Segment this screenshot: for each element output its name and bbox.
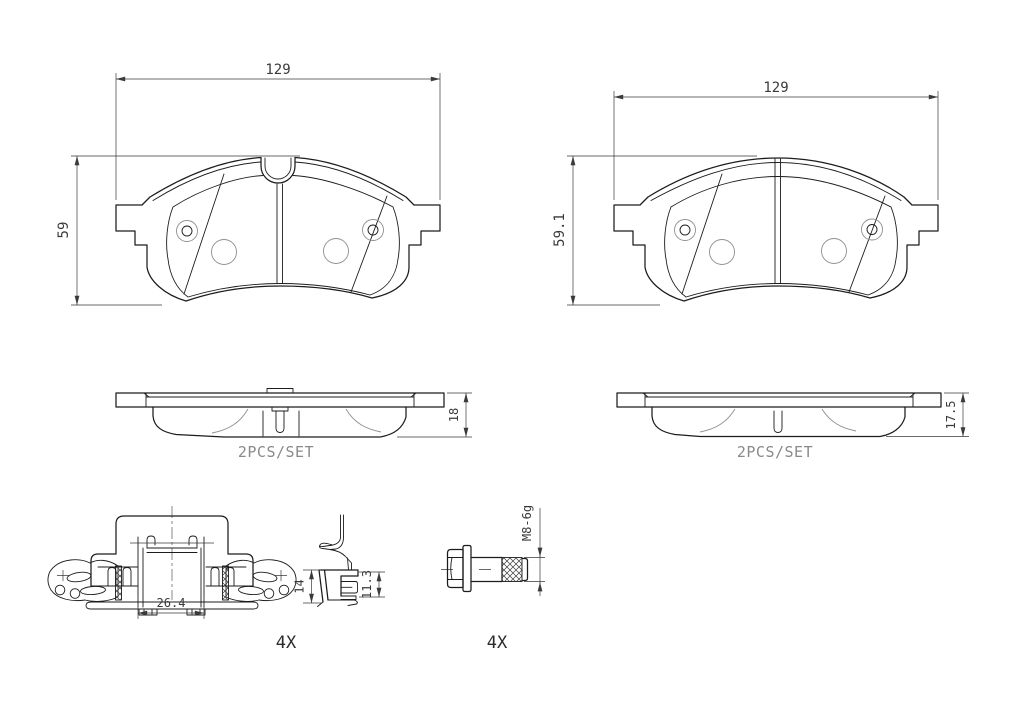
dimension-height-left-pad: 59: [56, 155, 300, 306]
pad-left-chamfer-lines: [183, 173, 388, 295]
clip-left-crimp: [115, 565, 122, 601]
pad-left-guide-hole-1: [181, 225, 193, 237]
clip-comb-slots: [107, 567, 235, 587]
dimension-spring-clip-inner: 11.3: [359, 570, 385, 599]
bolt-qty-label: 4X: [487, 633, 508, 653]
pad-right-sensor-hole-2: [821, 238, 847, 264]
bolt-thread-section: [501, 557, 523, 582]
profile-right-friction-block: [651, 406, 906, 438]
dim-text-thickness-right: 17.5: [944, 401, 958, 430]
dimension-height-right-pad: 59.1: [552, 155, 757, 306]
pad-left-sensor-hole-2: [323, 238, 349, 264]
profile-left-inner-curves: [211, 408, 382, 434]
bolt-flange: [462, 544, 472, 593]
pad-right-outer-outline: [613, 157, 939, 302]
dimension-bolt-thread: M8-6g: [520, 505, 545, 596]
spring-clip-wire: [318, 514, 352, 571]
dimension-width-left-pad: 129: [115, 62, 441, 200]
dimension-thickness-right: 17.5: [886, 392, 969, 437]
pad-left-sensor-hole-1: [211, 239, 237, 265]
profile-right-inner-curves: [699, 408, 857, 433]
clip-assembly-view: [47, 506, 297, 616]
pad-left-center-slot: [276, 183, 283, 284]
clip-bottom-leaf: [85, 601, 259, 610]
profile-left-friction-block: [152, 406, 407, 438]
pad-front-view-left: [115, 156, 441, 302]
clip-channel-walls: [137, 536, 205, 608]
dim-text-spring-outer: 14: [293, 579, 307, 593]
dim-text-clip-width: 26.4: [157, 596, 186, 610]
bolt-head: [446, 548, 464, 589]
profile-left-center-tab: [266, 388, 294, 412]
pad-front-view-right: [613, 157, 939, 302]
bolt-view: [441, 544, 529, 593]
pad-right-chamfer-lines: [681, 173, 886, 295]
pad-right-sensor-hole-1: [709, 239, 735, 265]
profile-left-slot: [275, 410, 285, 433]
clip-hooks: [146, 535, 198, 549]
pad-left-outer-outline: [115, 156, 441, 302]
bolt-thread-label: M8-6g: [520, 505, 534, 541]
pad-left-guide-hole-ring-2: [362, 219, 384, 241]
pad-left-friction-outline: [166, 175, 400, 298]
profile-right-slot: [773, 410, 783, 433]
set-label-left: 2PCS/SET: [238, 443, 314, 461]
clip-qty-label: 4X: [276, 633, 297, 653]
dimension-thickness-left: 18: [397, 392, 472, 438]
pad-right-guide-hole-2: [866, 224, 878, 235]
pad-left-guide-hole-2: [367, 224, 379, 236]
pad-right-guide-hole-ring-2: [861, 218, 883, 241]
pad-right-guide-hole-1: [679, 224, 691, 236]
dim-text-spring-inner: 11.3: [360, 570, 374, 599]
dimension-spring-clip-outer: 14: [293, 569, 321, 604]
pad-right-plate-edge: [650, 162, 902, 201]
dim-text-height-right: 59.1: [552, 213, 568, 247]
clip-body-outline: [90, 515, 254, 587]
clip-right-arm: [225, 559, 297, 602]
clip-right-crimp: [222, 565, 229, 601]
dim-text-height-left: 59: [56, 222, 72, 239]
pad-profile-view-right: [616, 392, 942, 438]
pad-right-friction-outline: [664, 176, 898, 298]
pad-right-center-slot: [774, 158, 781, 284]
spring-clip-foot: [317, 599, 358, 607]
clip-left-arm: [47, 559, 119, 602]
pad-profile-view-left: [115, 388, 445, 438]
dim-text-width-right: 129: [763, 80, 788, 96]
dimension-clip-width: 26.4: [137, 596, 205, 619]
pad-left-plate-edge: [152, 161, 404, 201]
dim-text-width-left: 129: [265, 62, 290, 78]
bolt-tip: [521, 557, 529, 582]
pad-left-guide-hole-ring-1: [176, 220, 198, 242]
spring-clip-view: [317, 514, 359, 607]
dim-text-thickness-left: 18: [447, 408, 461, 422]
pad-right-guide-hole-ring-1: [674, 219, 696, 241]
set-label-right: 2PCS/SET: [737, 443, 813, 461]
profile-right-backplate: [616, 392, 942, 408]
spring-clip-channel: [318, 569, 359, 603]
profile-left-backplate: [115, 392, 445, 408]
dimension-width-right-pad: 129: [613, 80, 939, 200]
pad-left-inner-notch: [264, 157, 292, 180]
